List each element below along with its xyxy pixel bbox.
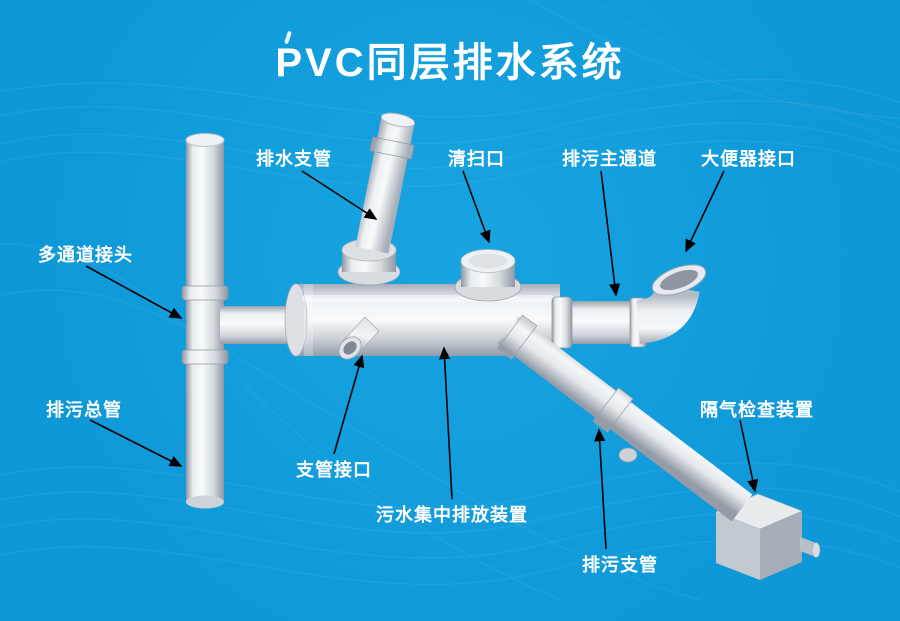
vertical-stack-pipe — [181, 133, 229, 509]
label-air-check-device: 隔气检查装置 — [700, 400, 814, 420]
arrow-drain-branch-pipe — [301, 170, 378, 220]
arrow-main-sewage-channel — [600, 170, 621, 297]
arrow-air-check-device — [739, 419, 759, 493]
arrow-main-sewage-pipe — [89, 419, 183, 467]
pointer-arrows — [85, 170, 759, 550]
arrow-multi-channel-joint — [85, 265, 183, 319]
label-toilet-connector: 大便器接口 — [701, 149, 796, 169]
label-drain-branch-pipe: 排水支管 — [256, 149, 332, 169]
arrow-branch-pipe-connector — [333, 354, 365, 455]
air-check-inspection-box — [715, 493, 821, 580]
arrow-central-discharge-device — [439, 346, 453, 500]
toilet-connector-elbow — [635, 264, 707, 344]
main-channel-pipe-right — [551, 296, 647, 349]
pipe-side-nub — [618, 447, 638, 463]
label-multi-channel-joint: 多通道接头 — [38, 245, 133, 265]
sewage-branch-pipe-diagonal — [496, 314, 753, 522]
multi-channel-joint-coupling-lower — [181, 349, 229, 365]
branch-pipe-socket-stub — [338, 316, 380, 360]
label-central-discharge-device: 污水集中排放装置 — [376, 505, 528, 525]
cleanout-cap — [454, 249, 522, 302]
branch-inlet-socket — [337, 238, 401, 286]
label-main-sewage-pipe: 排污总管 — [46, 400, 122, 420]
label-branch-pipe-connector: 支管接口 — [296, 460, 372, 480]
arrow-sewage-branch-pipe — [594, 428, 607, 550]
drain-branch-pipe-diagonal — [355, 112, 416, 254]
label-main-sewage-channel: 排污主通道 — [562, 149, 657, 169]
label-cleanout-port: 清扫口 — [448, 149, 505, 169]
multi-channel-joint-coupling-upper — [181, 285, 229, 301]
label-sewage-branch-pipe: 排污支管 — [582, 555, 658, 575]
arrow-cleanout-port — [462, 170, 491, 244]
arrow-toilet-connector — [685, 170, 725, 253]
page-title: PVC同层排水系统 — [275, 41, 625, 85]
